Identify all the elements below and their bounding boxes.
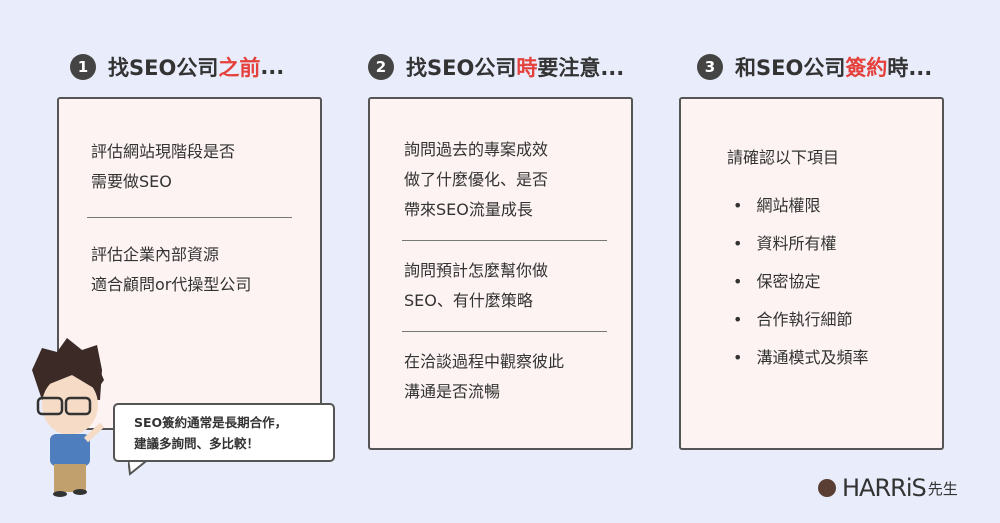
step-number: 3 [697,54,723,80]
card-text: 需要做SEO [91,172,172,191]
heading-text: 和SEO公司 [735,56,846,80]
card-text: 帶來SEO流量成長 [404,200,533,219]
list-item: 保密協定 [733,263,942,301]
bubble-text: 建議多詢問、多比較！ [134,436,260,451]
column-2-heading: 2 找SEO公司時要注意... [368,52,624,82]
heading-text: 要注意... [537,56,625,80]
card-text: 在洽談過程中觀察彼此 [404,352,565,371]
card-text: 評估網站現階段是否 [91,142,236,161]
heading-highlight: 時 [516,56,538,80]
logo-suffix: 先生 [927,479,958,498]
card-text: 詢問預計怎麼幫你做 [404,261,549,280]
list-item: 合作執行細節 [733,301,942,339]
card-text: 做了什麼優化、是否 [404,170,549,189]
heading-highlight: 之前 [218,56,261,80]
logo-name: HARRiS [842,474,927,502]
heading-text: 時... [887,56,933,80]
divider [402,331,607,332]
heading-text: 找SEO公司 [108,56,219,80]
card-signing: 請確認以下項目 網站權限 資料所有權 保密協定 合作執行細節 溝通模式及頻率 [679,97,944,450]
step-number: 2 [368,54,394,80]
heading-text: 找SEO公司 [406,56,517,80]
mascot-illustration [32,338,105,497]
divider [402,240,607,241]
divider [87,217,292,218]
card-intro: 請確認以下項目 [727,148,840,167]
heading-text: ... [260,55,285,79]
step-number: 1 [70,54,96,80]
checklist: 網站權限 資料所有權 保密協定 合作執行細節 溝通模式及頻率 [681,187,942,377]
card-text: 溝通是否流暢 [404,382,501,401]
card-during: 詢問過去的專案成效做了什麼優化、是否帶來SEO流量成長 詢問預計怎麼幫你做 SEO… [368,97,633,450]
speech-bubble-tail [128,458,151,476]
heading-highlight: 簽約 [845,56,888,80]
card-text: 適合顧問or代操型公司 [91,275,252,294]
column-1-heading: 1 找SEO公司之前... [70,52,284,82]
bubble-text: SEO簽約通常是長期合作， [134,415,288,430]
card-text: 評估企業內部資源 [91,245,220,264]
list-item: 網站權限 [733,187,942,225]
list-item: 溝通模式及頻率 [733,339,942,377]
logo-avatar-icon [818,479,836,497]
card-text: SEO、有什麼策略 [404,291,533,310]
card-text: 詢問過去的專案成效 [404,140,549,159]
column-3-heading: 3 和SEO公司簽約時... [697,52,932,82]
list-item: 資料所有權 [733,225,942,263]
speech-bubble: SEO簽約通常是長期合作， 建議多詢問、多比較！ [113,403,335,462]
